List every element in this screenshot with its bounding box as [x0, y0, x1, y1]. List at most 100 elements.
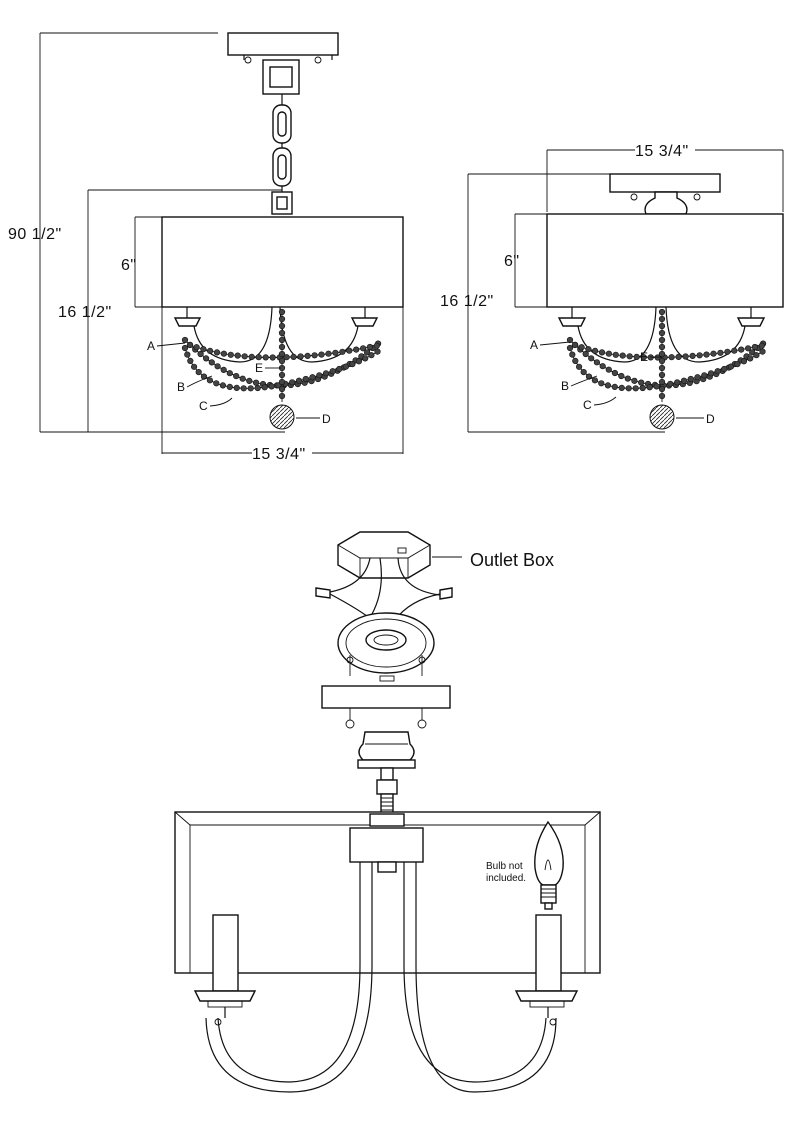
bead — [278, 322, 286, 330]
bead — [682, 353, 689, 360]
bead — [322, 370, 330, 377]
bead — [646, 384, 653, 391]
bead — [731, 347, 738, 354]
hanging-view: 90 1/2" 16 1/2" 6" — [8, 32, 404, 463]
bead — [658, 350, 666, 358]
bead — [734, 361, 741, 368]
bead — [580, 369, 587, 376]
bead — [318, 351, 325, 358]
bead — [283, 354, 290, 361]
bulb-note-line1: Bulb not — [486, 861, 523, 872]
bead — [658, 378, 666, 386]
bead — [591, 347, 599, 355]
bead — [200, 346, 207, 353]
bead — [206, 377, 213, 384]
bead — [740, 358, 748, 365]
bead — [355, 358, 363, 365]
bead — [598, 349, 606, 356]
bead — [278, 357, 286, 365]
mounting-plate — [337, 612, 435, 682]
bead — [374, 348, 381, 355]
bead — [605, 366, 612, 373]
bead — [269, 354, 276, 361]
bead — [240, 385, 247, 392]
bead — [744, 345, 752, 352]
part-label-a: A — [147, 339, 155, 353]
outlet-box — [337, 531, 431, 579]
threaded-collar — [358, 731, 415, 761]
bead — [219, 382, 226, 389]
bead — [220, 350, 227, 357]
bead — [658, 315, 666, 323]
bead — [598, 380, 605, 387]
bead — [329, 368, 336, 375]
bead — [346, 347, 353, 354]
bead — [234, 352, 241, 359]
bead — [714, 368, 721, 375]
bead — [278, 371, 286, 379]
total-height-label: 90 1/2" — [8, 226, 62, 243]
bead — [703, 351, 710, 358]
bead — [255, 354, 262, 361]
bead — [226, 383, 233, 391]
bead — [278, 308, 286, 316]
candle-left — [193, 914, 257, 1026]
bead — [304, 352, 311, 360]
bead — [213, 349, 221, 356]
bead — [727, 363, 735, 370]
part-label-b: B — [177, 380, 185, 394]
bead — [624, 375, 631, 382]
bead — [631, 377, 638, 384]
assembly-canopy — [321, 685, 451, 709]
bead — [749, 349, 756, 356]
bead — [278, 392, 286, 400]
bead — [248, 353, 255, 361]
bead — [297, 353, 304, 360]
bead — [208, 359, 215, 366]
bead — [278, 350, 286, 358]
bead — [658, 308, 666, 316]
bead — [578, 344, 585, 351]
bead — [364, 349, 371, 356]
candle-right — [514, 914, 579, 1026]
bead — [625, 385, 632, 392]
bead — [339, 348, 346, 355]
fixture-height-label: 16 1/2" — [58, 304, 112, 321]
bead — [278, 315, 286, 323]
bead — [575, 363, 583, 370]
bead — [332, 349, 339, 356]
bead — [316, 372, 323, 379]
bead — [186, 341, 194, 349]
bead — [290, 353, 297, 361]
bead — [582, 350, 589, 358]
bead — [360, 345, 367, 352]
bead — [278, 329, 286, 337]
bead — [336, 365, 343, 373]
bead — [591, 377, 599, 384]
bead — [246, 377, 253, 385]
assembly-view: Outlet Box — [174, 531, 601, 1093]
bead — [278, 385, 286, 393]
bead — [759, 348, 766, 355]
bead — [593, 359, 601, 366]
bead — [187, 357, 194, 365]
bead — [604, 382, 612, 389]
bead — [639, 384, 646, 392]
part-label-c: C — [199, 399, 208, 413]
bead — [195, 369, 202, 376]
bead — [611, 369, 619, 377]
bead — [638, 379, 645, 386]
bead — [658, 357, 666, 365]
bead — [571, 341, 579, 349]
bead — [302, 375, 309, 383]
bead — [295, 377, 303, 384]
shade-height-label: 6" — [121, 257, 137, 274]
bead — [747, 355, 754, 362]
bead — [373, 342, 380, 349]
bead — [658, 322, 666, 330]
bead — [658, 364, 666, 372]
bead — [197, 350, 204, 358]
bead — [658, 371, 666, 379]
bead — [680, 377, 688, 384]
flush-drum-shade — [546, 213, 784, 308]
